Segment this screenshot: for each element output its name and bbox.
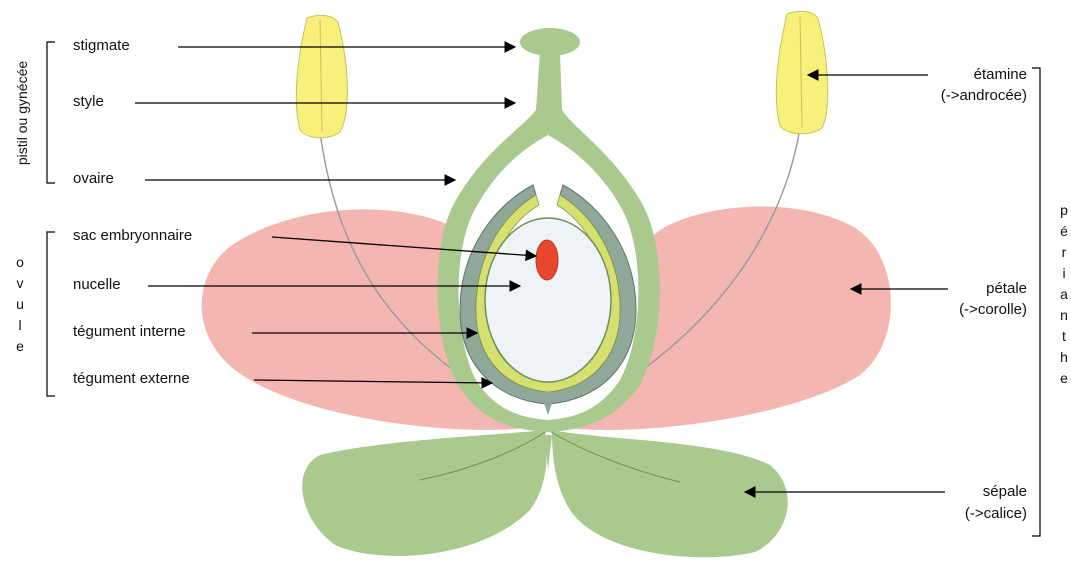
anther-right [776, 11, 828, 133]
bracket-perianthe [1032, 68, 1040, 536]
label-stigmate: stigmate [73, 37, 130, 55]
bracket-pistil [47, 42, 55, 183]
stack-letter: v [12, 273, 28, 294]
label-petale: pétale [986, 280, 1027, 298]
sepal-left [302, 430, 547, 556]
label-nucelle: nucelle [73, 276, 121, 294]
stack-letter: r [1056, 242, 1071, 263]
stack-letter: l [12, 315, 28, 336]
label-androcee: (->androcée) [941, 87, 1027, 105]
stack-letter: p [1056, 200, 1071, 221]
anther-left [296, 15, 347, 137]
label-etamine: étamine [974, 66, 1027, 84]
stack-letter: u [12, 294, 28, 315]
label-style: style [73, 93, 104, 111]
stack-letter: e [12, 336, 28, 357]
stack-letter: i [1056, 263, 1071, 284]
stack-letter: o [12, 252, 28, 273]
stack-letter: é [1056, 221, 1071, 242]
label-tegument-externe: tégument externe [73, 370, 190, 388]
label-tegument-interne: tégument interne [73, 323, 186, 341]
bracket-ovule [47, 232, 55, 396]
stack-letter: t [1056, 326, 1071, 347]
label-sepale: sépale [983, 483, 1027, 501]
stack-letter: n [1056, 305, 1071, 326]
label-ovaire: ovaire [73, 170, 114, 188]
sepal-right [552, 430, 788, 557]
label-calice: (->calice) [965, 505, 1027, 523]
stack-letter: e [1056, 368, 1071, 389]
label-corolle: (->corolle) [959, 301, 1027, 319]
stack-letter: h [1056, 347, 1071, 368]
label-sac-embryonnaire: sac embryonnaire [73, 227, 192, 245]
stack-letter: a [1056, 284, 1071, 305]
pistil-group-label: pistil ou gynécée [14, 61, 30, 165]
